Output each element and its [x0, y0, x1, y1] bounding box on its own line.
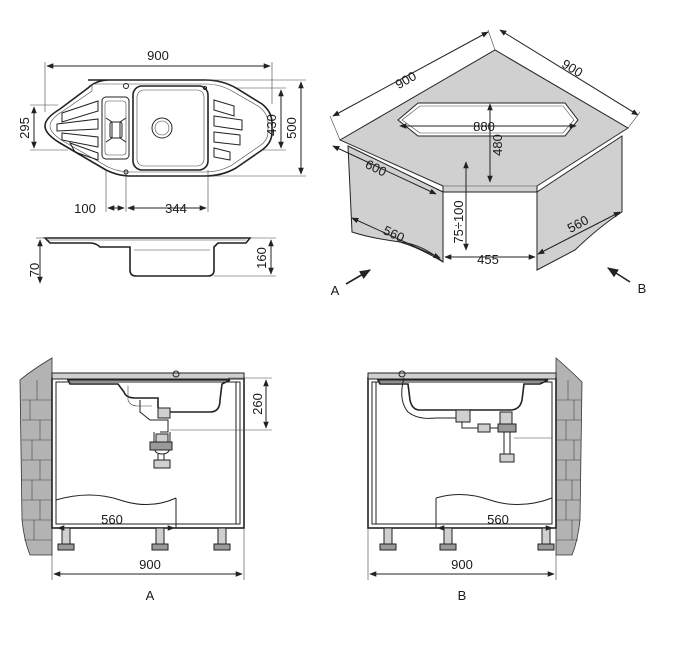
elev-a-base-dim: 560	[101, 512, 123, 527]
side-rim-dim: 70	[27, 263, 42, 277]
iso-arrow-a-label: A	[331, 283, 340, 298]
iso-front-dim: 455	[477, 252, 499, 267]
top-depth-mid-dim: 430	[264, 114, 279, 136]
view-arrow-b-icon	[607, 267, 631, 283]
top-offset-dim: 100	[74, 201, 96, 216]
top-depth-total-dim: 500	[284, 117, 299, 139]
elev-a-caption: A	[146, 588, 155, 603]
elev-a-height-dim: 260	[250, 393, 265, 415]
iso-gap-dim: 75÷100	[451, 200, 466, 243]
iso-inner-width-dim: 880	[473, 119, 495, 134]
elev-b-width-dim: 900	[451, 557, 473, 572]
top-depth-left-dim: 295	[17, 117, 32, 139]
iso-right-width-dim: 900	[559, 56, 585, 80]
side-view: 70 160	[27, 237, 276, 284]
side-height-dim: 160	[254, 247, 269, 269]
elev-b-caption: B	[458, 588, 467, 603]
view-arrow-a-icon	[345, 269, 371, 285]
iso-view: 900 900 880 480 600 75÷100 560 455 560 A…	[329, 29, 647, 298]
elevation-b: 560 900 B	[367, 357, 583, 603]
elev-b-base-dim: 560	[487, 512, 509, 527]
top-width-dim: 900	[147, 48, 169, 63]
top-view: 900 295 430 500 100 344	[17, 48, 306, 216]
elev-a-width-dim: 900	[139, 557, 161, 572]
iso-arrow-b-label: B	[638, 281, 647, 296]
top-bowl-width-dim: 344	[165, 201, 187, 216]
iso-inner-depth-dim: 480	[490, 134, 505, 156]
elevation-a: 260 560 900 A	[19, 357, 272, 603]
